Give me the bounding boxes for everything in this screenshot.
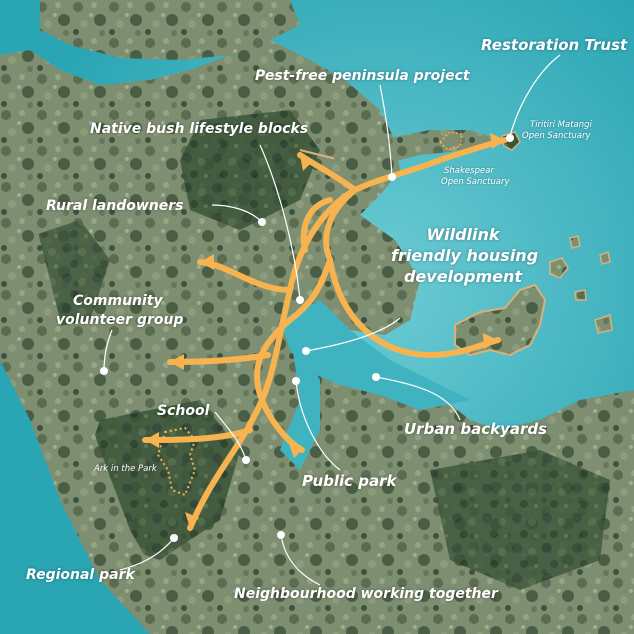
label-wildlink-line3: development bbox=[403, 267, 523, 286]
island-small bbox=[599, 250, 611, 265]
arrow-network bbox=[142, 137, 508, 531]
label-rural-landowners: Rural landowners bbox=[46, 198, 184, 214]
island-small bbox=[594, 314, 613, 334]
island-small bbox=[569, 235, 581, 249]
label-pest-free-peninsula: Pest-free peninsula project bbox=[255, 68, 470, 84]
label-wildlink-line1: Wildlink bbox=[426, 225, 500, 244]
forest-area bbox=[180, 110, 320, 230]
forest-area bbox=[430, 450, 610, 590]
harbour bbox=[280, 330, 320, 470]
label-wildlink-line2: friendly housing bbox=[391, 246, 539, 265]
shakespear-peninsula bbox=[330, 130, 500, 170]
place-ark-in-the-park: Ark in the Park bbox=[94, 464, 157, 474]
leader-lines bbox=[103, 54, 561, 586]
place-shakespear: Shakespear Open Sanctuary bbox=[441, 166, 510, 188]
harbour bbox=[280, 300, 470, 410]
west-coast-water bbox=[0, 300, 180, 634]
place-shakespear-line2: Open Sanctuary bbox=[441, 177, 510, 187]
label-school: School bbox=[157, 403, 210, 419]
place-tiritiri-line1: Tiritiri Matangi bbox=[530, 120, 592, 130]
coast-strip bbox=[0, 150, 200, 634]
island-small bbox=[549, 257, 569, 279]
shakespear-sanctuary-outline bbox=[438, 131, 463, 151]
ark-in-the-park-outline bbox=[156, 426, 197, 497]
location-dots bbox=[100, 134, 514, 542]
label-native-bush: Native bush lifestyle blocks bbox=[90, 121, 309, 137]
place-tiritiri: Tiritiri Matangi Open Sanctuary bbox=[522, 120, 592, 142]
island-small bbox=[574, 289, 587, 301]
label-regional-park: Regional park bbox=[26, 567, 135, 583]
label-community-line1: Community bbox=[73, 293, 163, 309]
land-north bbox=[40, 0, 300, 60]
place-tiritiri-line2: Open Sanctuary bbox=[522, 131, 591, 141]
label-neighbourhood: Neighbourhood working together bbox=[234, 586, 498, 602]
label-restoration-trust: Restoration Trust bbox=[481, 36, 628, 54]
label-wildlink: Wildlink friendly housing development bbox=[391, 224, 538, 287]
label-community: Community volunteer group bbox=[56, 292, 183, 330]
island-east bbox=[454, 283, 547, 357]
label-public-park: Public park bbox=[302, 472, 397, 490]
label-urban-backyards: Urban backyards bbox=[404, 420, 548, 438]
label-community-line2: volunteer group bbox=[56, 312, 184, 328]
place-shakespear-line1: Shakespear bbox=[444, 166, 494, 176]
arrow-heads bbox=[145, 133, 505, 528]
